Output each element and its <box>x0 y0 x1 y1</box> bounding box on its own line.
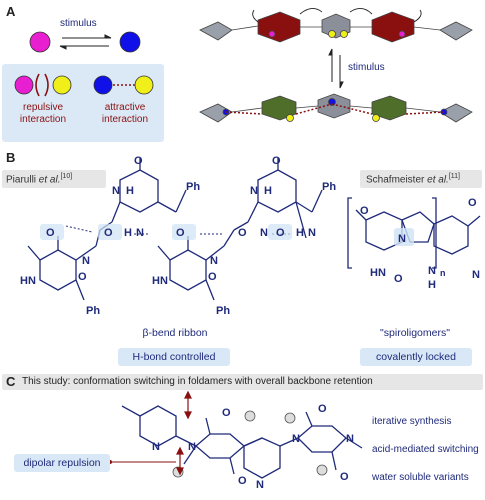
blue-circle <box>119 31 141 53</box>
feature-water: water soluble variants <box>372 472 469 483</box>
svg-text:O: O <box>468 197 477 209</box>
dipolar-repulsion-pill: dipolar repulsion <box>14 454 110 472</box>
attractive-blue <box>93 75 113 95</box>
svg-text:N: N <box>256 479 264 491</box>
twisted-conformer <box>199 11 473 43</box>
svg-text:O: O <box>360 205 369 217</box>
stimulus-label-right: stimulus <box>348 62 385 73</box>
svg-text:O: O <box>208 271 217 283</box>
svg-text:O: O <box>238 227 247 239</box>
piarulli-citation <box>2 170 106 188</box>
svg-text:O: O <box>78 271 87 283</box>
svg-text:Ph: Ph <box>322 181 336 193</box>
repulsive-magenta <box>14 75 34 95</box>
svg-text:N: N <box>346 433 354 445</box>
study-foldamer-structure: N N O O N N O O N <box>108 390 363 491</box>
svg-text:O: O <box>276 227 285 239</box>
interaction-box <box>2 64 164 142</box>
svg-text:N: N <box>398 233 406 245</box>
beta-bend-ribbon-structure: O O H N O O N O H N O O N H N H Ph Ph N … <box>20 155 481 317</box>
vertical-equilibrium-arrows-icon <box>328 48 344 89</box>
svg-text:N: N <box>308 227 316 239</box>
svg-text:H: H <box>126 185 134 197</box>
svg-text:HN: HN <box>370 267 386 279</box>
panel-b-letter: B <box>6 150 16 165</box>
feature-acid: acid-mediated switching <box>372 444 479 455</box>
svg-text:N: N <box>428 265 436 277</box>
svg-text:N: N <box>250 185 258 197</box>
svg-text:H: H <box>296 227 304 239</box>
panel-a-schematic <box>2 8 473 142</box>
covalently-locked-pill: covalently locked <box>360 348 472 366</box>
svg-text:N: N <box>188 441 196 453</box>
schafmeister-citation <box>360 170 482 188</box>
stimulus-label-top: stimulus <box>60 18 97 29</box>
svg-text:H: H <box>264 185 272 197</box>
svg-text:O: O <box>176 227 185 239</box>
beta-bend-label: β-bend ribbon <box>142 327 208 339</box>
svg-text:O: O <box>222 407 231 419</box>
schafmeister-citation-text: Schafmeister et al.[11] <box>366 173 460 186</box>
svg-text:O: O <box>238 475 247 487</box>
piarulli-citation-text: Piarulli et al.[10] <box>6 173 73 186</box>
svg-text:O: O <box>46 227 55 239</box>
hbond-controlled-pill: H-bond controlled <box>118 348 230 366</box>
svg-text:HN: HN <box>20 275 36 287</box>
dipole-arrows-icon <box>176 390 192 476</box>
svg-text:O: O <box>340 471 349 483</box>
svg-text:H: H <box>428 279 436 291</box>
repulsion-icon <box>35 73 49 97</box>
svg-text:Ph: Ph <box>86 305 100 317</box>
svg-text:Ph: Ph <box>216 305 230 317</box>
svg-text:n: n <box>440 268 446 278</box>
svg-text:N: N <box>136 227 144 239</box>
svg-text:N: N <box>210 255 218 267</box>
magenta-circle <box>29 31 51 53</box>
methyl-circle-4 <box>316 464 328 476</box>
svg-text:HN: HN <box>152 275 168 287</box>
feature-iterative: iterative synthesis <box>372 416 452 427</box>
svg-text:O: O <box>318 403 327 415</box>
svg-text:O: O <box>394 273 403 285</box>
hbond-dotted-lines <box>225 103 445 115</box>
svg-text:N: N <box>112 185 120 197</box>
panel-a-letter: A <box>6 4 16 19</box>
attractive-label: attractive interaction <box>101 102 149 125</box>
planar-conformer <box>199 93 473 123</box>
svg-text:N: N <box>260 227 268 239</box>
svg-text:O: O <box>104 227 113 239</box>
panel-c-letter: C <box>6 374 16 389</box>
methyl-circle-3 <box>284 412 296 424</box>
svg-text:Ph: Ph <box>186 181 200 193</box>
repulsive-label: repulsive interaction <box>19 102 67 125</box>
svg-text:H: H <box>124 227 132 239</box>
panel-c-title-bar <box>2 374 483 390</box>
svg-text:N: N <box>292 433 300 445</box>
svg-text:O: O <box>272 155 281 167</box>
attractive-yellow <box>134 75 154 95</box>
svg-text:O: O <box>134 155 143 167</box>
spiroligomers-label: "spiroligomers" <box>380 327 450 339</box>
equilibrium-arrows-icon <box>59 34 112 50</box>
svg-text:N: N <box>152 441 160 453</box>
repulsive-yellow <box>52 75 72 95</box>
svg-text:N: N <box>82 255 90 267</box>
methyl-circle-1 <box>244 410 256 422</box>
panel-c-title: This study: conformation switching in fo… <box>22 376 373 387</box>
svg-text:N: N <box>472 269 480 281</box>
rotation-arrows-icon <box>252 8 422 23</box>
